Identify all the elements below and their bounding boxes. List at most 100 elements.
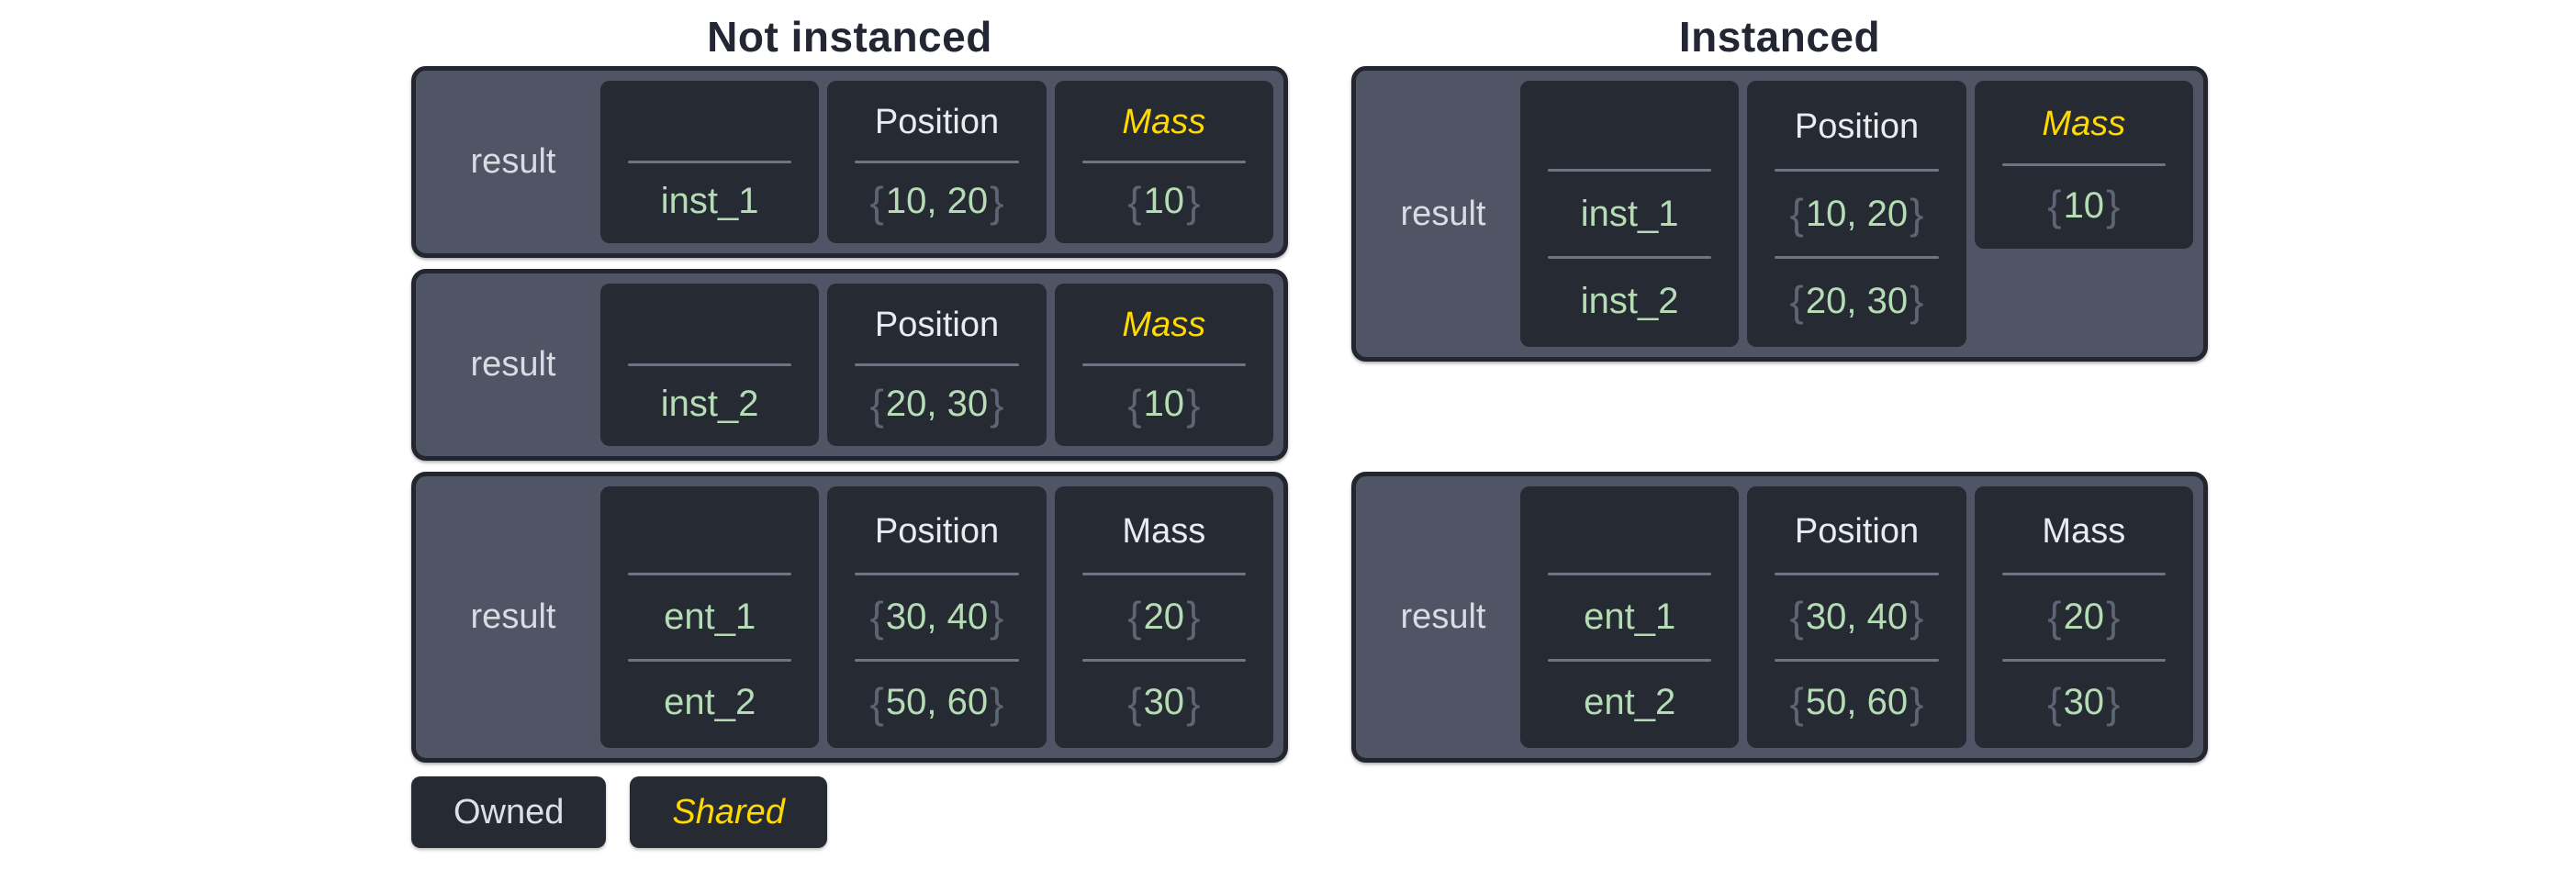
mass-header-shared: Mass	[2042, 104, 2126, 143]
result-label: result	[470, 142, 556, 181]
position-numbers: 50, 60	[1805, 682, 1909, 723]
entity-cell: ent_1 ent_2	[600, 486, 820, 748]
mass-cell: Mass {20} {30}	[1054, 486, 1273, 748]
position-numbers: 10, 20	[885, 181, 989, 221]
row-divider	[2001, 658, 2166, 662]
close-brace: }	[1186, 678, 1201, 727]
entity-header	[600, 287, 819, 363]
close-brace: }	[1186, 380, 1201, 429]
mass-cell: Mass {10}	[1054, 284, 1273, 446]
mass-header: Mass	[2042, 511, 2126, 551]
position-cell: Position {10, 20}	[827, 81, 1047, 243]
query-table-inst2: result inst_2 Position {20, 30} Mass {10…	[411, 269, 1288, 461]
position-cell: Position {20, 30}	[827, 284, 1047, 446]
position-value: {50, 60}	[1747, 662, 1966, 744]
close-brace: }	[2106, 593, 2121, 641]
legend-shared-label: Shared	[672, 792, 785, 831]
row-divider	[1548, 658, 1712, 662]
result-label: result	[470, 597, 556, 636]
mass-value: {10}	[1975, 166, 2193, 245]
position-header: Position	[1794, 106, 1920, 146]
mass-number: 20	[2063, 596, 2105, 637]
entity-header	[600, 84, 819, 161]
cell-divider	[1548, 573, 1712, 576]
cell-divider	[1081, 161, 1246, 163]
close-brace: }	[1186, 593, 1201, 641]
position-numbers: 30, 40	[885, 596, 989, 637]
mass-cell: Mass {10}	[1054, 81, 1273, 243]
section-title-instanced: Instanced	[1678, 13, 1881, 61]
row-divider	[628, 658, 792, 662]
position-header: Position	[1794, 511, 1920, 551]
row-divider	[855, 658, 1019, 662]
open-brace: {	[1789, 678, 1804, 727]
section-title-not-instanced: Not instanced	[707, 13, 992, 61]
table-cells: ent_1 ent_2 Position {30, 40} {50, 60} M…	[1520, 486, 2193, 748]
cell-divider	[628, 161, 792, 163]
entity-cell: inst_2	[600, 284, 820, 446]
entity-header	[1520, 490, 1739, 573]
position-header: Position	[874, 306, 1000, 344]
cell-divider	[1775, 169, 1939, 172]
mass-number: 10	[1143, 181, 1185, 221]
close-brace: }	[990, 380, 1004, 429]
section-instanced: Instanced result inst_1 inst_2 Position …	[1351, 13, 2208, 763]
open-brace: {	[2047, 678, 2062, 727]
table-cells: ent_1 ent_2 Position {30, 40} {50, 60} M…	[600, 486, 1273, 748]
open-brace: {	[869, 177, 884, 226]
open-brace: {	[1789, 277, 1804, 325]
close-brace: }	[1186, 177, 1201, 226]
mass-header-shared: Mass	[1122, 306, 1206, 344]
entity-name: ent_2	[664, 682, 756, 723]
mass-cell-shared: Mass {10}	[1974, 81, 2193, 249]
position-numbers: 10, 20	[1805, 193, 1909, 234]
open-brace: {	[2047, 593, 2062, 641]
cell-divider	[628, 573, 792, 576]
close-brace: }	[2106, 678, 2121, 727]
entity-name: inst_2	[660, 384, 759, 424]
entity-name: inst_1	[660, 181, 759, 221]
mass-number: 30	[1143, 682, 1185, 723]
position-value: {10, 20}	[1747, 172, 1966, 256]
mass-number: 10	[2063, 184, 2105, 226]
position-header: Position	[874, 511, 1000, 551]
cell-divider	[1081, 363, 1246, 366]
entity-name: inst_2	[1580, 280, 1679, 321]
position-value: {20, 30}	[827, 366, 1046, 442]
position-numbers: 20, 30	[1805, 280, 1909, 321]
position-value: {30, 40}	[1747, 575, 1966, 658]
cell-divider	[1775, 573, 1939, 576]
open-brace: {	[1789, 190, 1804, 238]
entity-name: ent_1	[664, 596, 756, 637]
position-cell: Position {30, 40} {50, 60}	[827, 486, 1047, 748]
table-cells: inst_1 Position {10, 20} Mass {10}	[600, 81, 1273, 243]
legend-owned-label: Owned	[454, 792, 565, 831]
row-divider	[1775, 658, 1939, 662]
entity-cell: inst_1	[600, 81, 820, 243]
query-table-instanced-merged: result inst_1 inst_2 Position {10, 20} {…	[1351, 66, 2208, 362]
cell-divider	[2001, 163, 2166, 166]
table-cells: inst_1 inst_2 Position {10, 20} {20, 30}…	[1520, 81, 2193, 347]
mass-header: Mass	[1122, 511, 1206, 551]
cell-divider	[855, 363, 1019, 366]
query-table-ents: result ent_1 ent_2 Position {30, 40} {50…	[1351, 472, 2208, 763]
section-not-instanced: Not instanced result inst_1 Position {10…	[411, 13, 1288, 848]
row-divider	[1081, 658, 1246, 662]
entity-cell: inst_1 inst_2	[1520, 81, 1740, 347]
position-value: {20, 30}	[1747, 259, 1966, 343]
entity-name: ent_1	[1584, 596, 1676, 637]
cell-divider	[2001, 573, 2166, 576]
mass-value: {30}	[1055, 662, 1273, 744]
mass-value: {10}	[1055, 366, 1273, 442]
position-value: {30, 40}	[827, 575, 1046, 658]
position-header: Position	[874, 103, 1000, 141]
entity-name: ent_2	[1584, 682, 1676, 723]
mass-value: {10}	[1055, 163, 1273, 240]
mass-value: {20}	[1055, 575, 1273, 658]
position-numbers: 50, 60	[885, 682, 989, 723]
close-brace: }	[990, 593, 1004, 641]
entity-header	[600, 490, 819, 573]
legend-owned-chip: Owned	[411, 776, 607, 848]
open-brace: {	[1789, 593, 1804, 641]
legend: Owned Shared	[411, 776, 1288, 848]
